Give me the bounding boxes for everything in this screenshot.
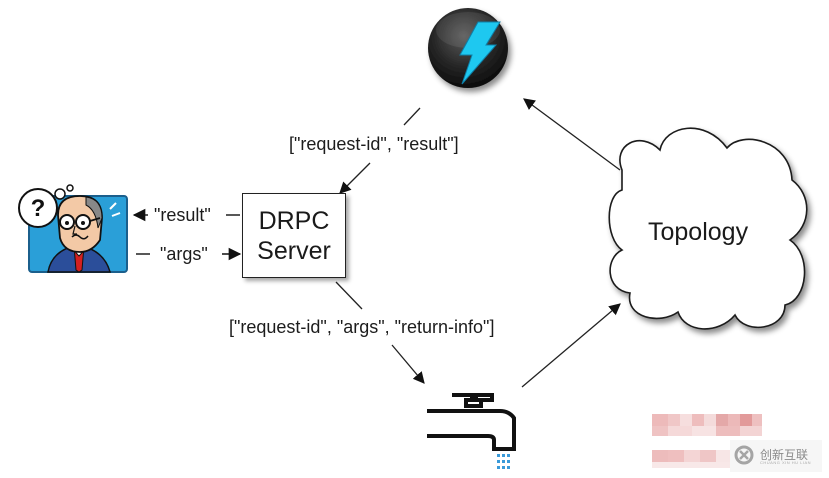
edge-spout-to-topology [521, 303, 621, 388]
label-result: "result" [154, 205, 211, 225]
drpc-server-line2: Server [257, 236, 331, 265]
confused-user-icon: ? [18, 184, 128, 273]
storm-lightning-icon [428, 8, 508, 88]
watermark-blur [652, 414, 822, 472]
edge-server-to-spout [335, 281, 425, 384]
drpc-server-box: DRPC Server [242, 193, 346, 278]
topology-cloud [608, 127, 808, 330]
topology-label: Topology [648, 218, 749, 246]
edge-topology-to-storm [523, 98, 621, 171]
faucet-spout-icon [427, 393, 516, 469]
label-args: "args" [160, 244, 208, 264]
edge-storm-to-server [339, 107, 421, 194]
watermark-text: 创新互联 [760, 448, 809, 462]
watermark-subtext: CHUANG XIN HU LIAN [760, 460, 812, 465]
label-request-id-args-return-info: ["request-id", "args", "return-info"] [229, 317, 495, 337]
label-request-id-result: ["request-id", "result"] [289, 134, 459, 154]
thought-question-mark: ? [31, 195, 46, 222]
drpc-server-line1: DRPC [258, 206, 330, 235]
